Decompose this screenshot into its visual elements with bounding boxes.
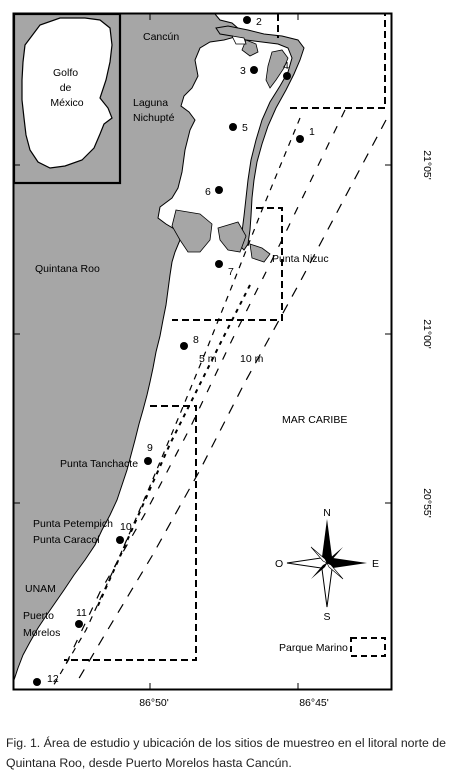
sampling-site-number: 1 <box>309 126 315 138</box>
legend-dashed-box-icon <box>350 637 386 657</box>
sampling-site-marker <box>75 620 83 628</box>
depth-label-5m: 5 m <box>199 353 217 365</box>
marine-park-north <box>277 14 386 109</box>
sampling-site-marker <box>229 123 237 131</box>
depth-label-10m: 10 m <box>240 353 264 365</box>
marine-park-boundaries <box>64 14 386 661</box>
sampling-site-number: 9 <box>147 442 153 454</box>
compass-point <box>322 519 332 563</box>
compass-point <box>310 546 328 564</box>
label-punta-tanchacte: Punta Tanchacte <box>60 458 138 470</box>
barrier-island <box>215 25 305 251</box>
sampling-site-number: 6 <box>205 186 211 198</box>
sampling-site-marker <box>33 678 41 686</box>
sampling-site-marker <box>243 16 251 24</box>
sampling-site-marker <box>116 536 124 544</box>
label-morelos: Morelos <box>23 627 60 639</box>
latitude-label-21-00: 21°00' <box>421 319 433 349</box>
sampling-site-marker <box>283 72 291 80</box>
inset-label-line-3: México <box>50 97 83 109</box>
sampling-site-marker <box>215 260 223 268</box>
lagoon-channel <box>231 35 247 45</box>
sampling-site-number: 7 <box>228 266 234 278</box>
gulf-of-mexico-inset-sea <box>21 17 113 169</box>
sampling-site-number: 12 <box>47 673 59 685</box>
label-quintana-roo: Quintana Roo <box>35 263 100 275</box>
longitude-label-86-45: 86°45' <box>299 697 329 709</box>
longitude-label-86-50: 86°50' <box>139 697 169 709</box>
legend: Parque Marino <box>279 637 386 657</box>
marine-park-south <box>64 405 197 661</box>
graticule-ticks <box>14 14 391 689</box>
label-punta-caracol: Punta Caracol <box>33 534 100 546</box>
sampling-site-number: 11 <box>76 607 87 619</box>
lagoon-islet <box>265 49 289 89</box>
latitude-label-20-55: 20°55' <box>421 488 433 518</box>
sampling-site-marker <box>180 342 188 350</box>
marine-park-nizuc <box>172 207 283 321</box>
label-cancun: Cancún <box>143 31 179 43</box>
sampling-site-marker <box>250 66 258 74</box>
sampling-site-number: 8 <box>193 334 199 346</box>
sampling-site-marker <box>215 186 223 194</box>
sampling-site-number: 2 <box>256 16 262 28</box>
sampling-site-marker <box>144 457 152 465</box>
figure-caption: Fig. 1. Área de estudio y ubicación de l… <box>6 736 446 770</box>
label-puerto: Puerto <box>23 610 54 622</box>
inset-frame <box>12 12 122 185</box>
legend-label: Parque Marino <box>279 642 348 654</box>
sampling-site-marker <box>296 135 304 143</box>
lagoon-shore <box>171 209 213 253</box>
sampling-site-number: 5 <box>242 122 248 134</box>
label-nichupte: Nichupté <box>133 112 175 124</box>
reef-contours <box>51 109 387 689</box>
compass-point <box>327 558 367 568</box>
label-mar-caribe: MAR CARIBE <box>282 414 347 426</box>
compass-south: S <box>323 611 330 623</box>
compass-point <box>311 563 327 579</box>
compass-west: O <box>275 558 283 570</box>
inset-sea-label: Golfo de México <box>50 67 83 109</box>
label-laguna: Laguna <box>133 97 168 109</box>
label-unam: UNAM <box>25 583 56 595</box>
sampling-site-number: 4 <box>283 60 289 72</box>
sampling-site-number: 10 <box>120 521 132 533</box>
label-punta-nizuc: Punta Nizuc <box>272 253 329 265</box>
punta-nizuc-point <box>249 243 271 263</box>
latitude-label-21-05: 21°05' <box>421 150 433 180</box>
compass-point <box>327 547 343 563</box>
compass-rose: N S E O <box>275 507 379 623</box>
lagoon-shore <box>217 221 247 253</box>
sampling-site-number: 3 <box>240 65 246 77</box>
inset-label-line-2: de <box>60 82 72 94</box>
reef-line <box>51 117 301 689</box>
inset-label-line-1: Golfo <box>53 67 78 79</box>
label-punta-petempich: Punta Petempich <box>33 518 113 530</box>
compass-east: E <box>372 558 379 570</box>
compass-north: N <box>323 507 331 519</box>
reef-line <box>65 109 346 665</box>
